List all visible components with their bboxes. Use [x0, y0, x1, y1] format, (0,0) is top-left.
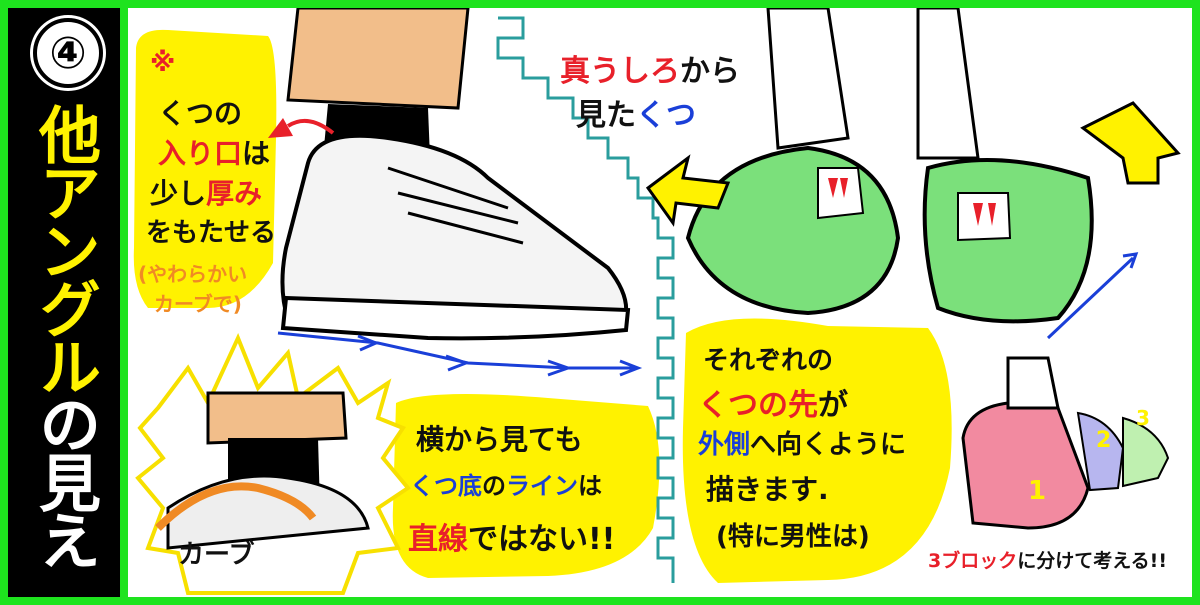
- section-number-badge: ④: [33, 18, 103, 88]
- sidebar-title: 他アングルの見え方: [0, 103, 114, 597]
- block-number-1: 1: [1028, 476, 1047, 506]
- toe-note-line3-rest: へ向くように: [750, 430, 907, 460]
- right-yellow-arrow: [1080, 101, 1181, 185]
- side-shoe-laces: [387, 166, 524, 245]
- left-note-line3: 少し厚み: [150, 172, 262, 212]
- toe-note-line5: (特に男性は): [716, 522, 870, 552]
- left-note-line3-a: 少し: [150, 177, 207, 210]
- block-1: [961, 401, 1090, 530]
- pant-leg: [286, 8, 470, 110]
- note-mark: ※: [150, 48, 176, 78]
- toe-note-line1: それぞれの: [703, 346, 834, 376]
- left-note-line4: をもたせる: [146, 218, 277, 248]
- illustration-panel: ※ くつの 入り口は 少し厚み をもたせる (やわらかい カーブで) 真うしろか…: [128, 8, 1192, 597]
- entrance-red-arrow: [286, 118, 335, 135]
- left-note-line2-red: 入り口: [158, 137, 243, 170]
- inset-curve-stroke: [155, 482, 317, 531]
- toe-note-line2: くつの先が: [698, 380, 848, 424]
- sole-note-line1: 横から見ても: [416, 423, 583, 456]
- sole-note-line2-blue: くつ底: [410, 472, 482, 500]
- sole-line-arrowheads: [357, 334, 643, 377]
- toe-note-line2-red: くつの先: [698, 388, 818, 423]
- left-note-sub2: カーブで): [154, 292, 242, 316]
- sidebar-title-rest: の見え方: [0, 103, 101, 567]
- toe-note-line2-rest: が: [818, 388, 848, 423]
- side-shoe-sole: [280, 295, 631, 341]
- block-leg: [1006, 356, 1060, 410]
- right-heel-tab: [957, 192, 1012, 242]
- sole-note-highlight: [392, 394, 660, 578]
- left-note-line2: 入り口は: [158, 132, 270, 172]
- left-leg: [766, 8, 850, 150]
- block-3: [1122, 416, 1170, 488]
- left-note-line2-rest: は: [242, 137, 271, 170]
- sole-note-line3-rest: ではない!!: [468, 522, 616, 557]
- back-view-title-rest: から: [680, 54, 740, 89]
- back-view-title-line1: 真うしろから: [560, 46, 740, 90]
- right-leg: [916, 8, 980, 160]
- sidebar: ④ 他アングルの見え方: [0, 8, 120, 597]
- block-number-3: 3: [1136, 406, 1150, 430]
- left-yellow-arrow: [645, 154, 731, 227]
- back-view-title-blue: くつ: [636, 98, 696, 133]
- sole-note-line2-blue2: ライン: [506, 472, 578, 500]
- left-note-line3-red: 厚み: [206, 177, 263, 210]
- block-2: [1076, 411, 1125, 492]
- right-back-shoe: [922, 158, 1094, 324]
- sole-note-line2-a: の: [482, 472, 506, 500]
- left-note-highlight: [133, 29, 277, 309]
- inset-pant: [206, 391, 348, 445]
- block-note-rest: に分けて考える!!: [1017, 550, 1167, 572]
- toe-note-line4: 描きます.: [706, 473, 829, 506]
- sole-note-line3: 直線ではない!!: [408, 514, 615, 558]
- back-view-title-red: 真うしろ: [560, 54, 680, 89]
- sole-note-line2-b: は: [578, 472, 602, 500]
- toe-note-highlight: [682, 318, 952, 583]
- curve-label: カーブ: [178, 540, 255, 570]
- sole-note-line3-red: 直線: [408, 522, 468, 557]
- sole-note-line2: くつ底のラインは: [410, 466, 602, 501]
- entrance-red-arrowhead: [268, 118, 293, 138]
- inset-shoe: [166, 474, 370, 550]
- back-view-title-line2-a: 見た: [576, 98, 636, 133]
- illustration-art: [133, 8, 1181, 595]
- toe-note-line3-blue: 外側: [698, 430, 751, 460]
- left-heel-tab: [817, 167, 865, 220]
- left-back-shoe: [685, 145, 901, 316]
- block-note-red: 3ブロック: [928, 550, 1018, 572]
- zigzag-divider: [496, 16, 675, 583]
- blue-direction-arrowhead: [1122, 252, 1139, 269]
- block-note: 3ブロックに分けて考える!!: [928, 546, 1167, 573]
- left-note-sub1: (やわらかい: [138, 262, 248, 286]
- heel-logo: [828, 178, 996, 226]
- block-number-2: 2: [1096, 428, 1112, 453]
- left-note-line1: くつの: [158, 97, 243, 130]
- toe-note-line3: 外側へ向くように: [698, 424, 906, 461]
- sidebar-title-highlight: 他アングル: [28, 103, 101, 393]
- back-view-title-line2: 見たくつ: [576, 90, 696, 134]
- blue-direction-arrow: [1046, 256, 1135, 340]
